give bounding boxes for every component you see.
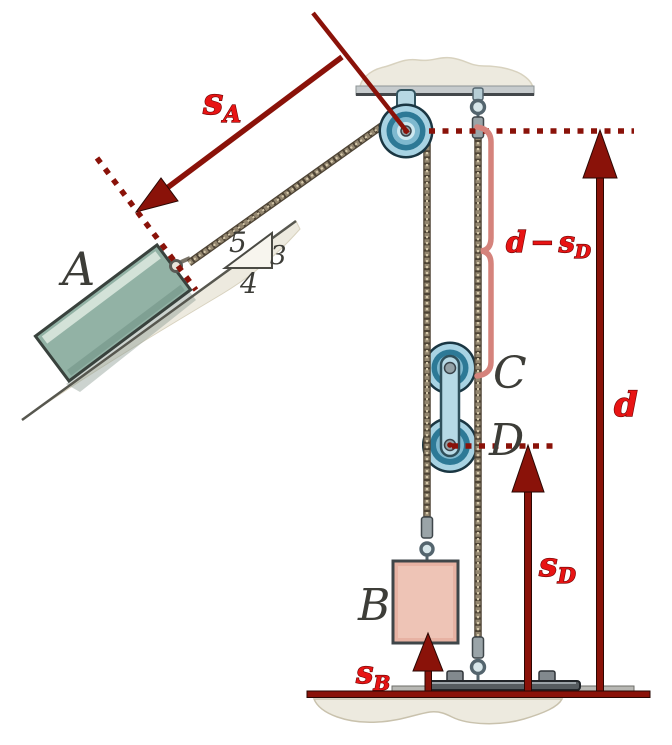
label-s-d: sD — [538, 545, 577, 588]
sb-arrow-head — [412, 631, 444, 672]
label-d-minus-sd: d−sD — [506, 225, 591, 263]
label-slope-5: 5 — [229, 226, 247, 259]
top-pulley-center-dot — [403, 128, 409, 134]
label-s-b: sB — [355, 655, 390, 695]
label-block-a: A — [58, 242, 95, 296]
dimension-group — [94, 11, 651, 698]
pulley-c-pin — [443, 361, 457, 375]
block-a-shade — [67, 284, 185, 376]
ground-surface — [312, 698, 564, 725]
floor-datum-line — [306, 690, 651, 698]
floor-hook-eye — [469, 658, 487, 676]
label-slope-3: 3 — [270, 241, 287, 271]
ceiling-hook-shank — [472, 87, 484, 101]
d-arrow-head — [582, 128, 618, 179]
pulley-block-yoke — [439, 354, 461, 458]
rope-ferrule-floor — [471, 636, 485, 659]
ceiling-plate-edge — [356, 93, 534, 96]
block-b — [391, 559, 460, 645]
label-s-a: sA — [202, 81, 241, 128]
block-a-highlight — [41, 251, 161, 344]
sd-arrow-head — [511, 443, 545, 493]
sd-arrow-shaft — [524, 487, 532, 697]
rope-ferrule-b — [420, 516, 434, 539]
sa-arrow-head — [134, 177, 179, 213]
label-pulley-c: C — [493, 348, 527, 399]
sa-dotted-reference — [94, 156, 199, 292]
label-pulley-d: D — [488, 415, 524, 466]
label-block-b: B — [357, 580, 390, 631]
slope-triangle — [221, 231, 273, 269]
sa-arrow-shaft — [165, 54, 344, 191]
ceiling-surface — [359, 56, 534, 93]
d-minus-sd-brace — [474, 124, 494, 379]
block-b-hook-eye — [419, 541, 435, 557]
pulley-d-center-dot — [447, 442, 453, 448]
sa-extension-line — [311, 11, 410, 135]
block-b-face — [398, 566, 453, 638]
block-a-hook-link — [180, 256, 191, 264]
label-slope-4: 4 — [239, 267, 258, 300]
label-d: d — [614, 385, 638, 425]
ceiling-hook-eye — [469, 98, 487, 116]
rope-to-block-a — [189, 120, 390, 263]
d-arrow-shaft — [596, 171, 604, 697]
